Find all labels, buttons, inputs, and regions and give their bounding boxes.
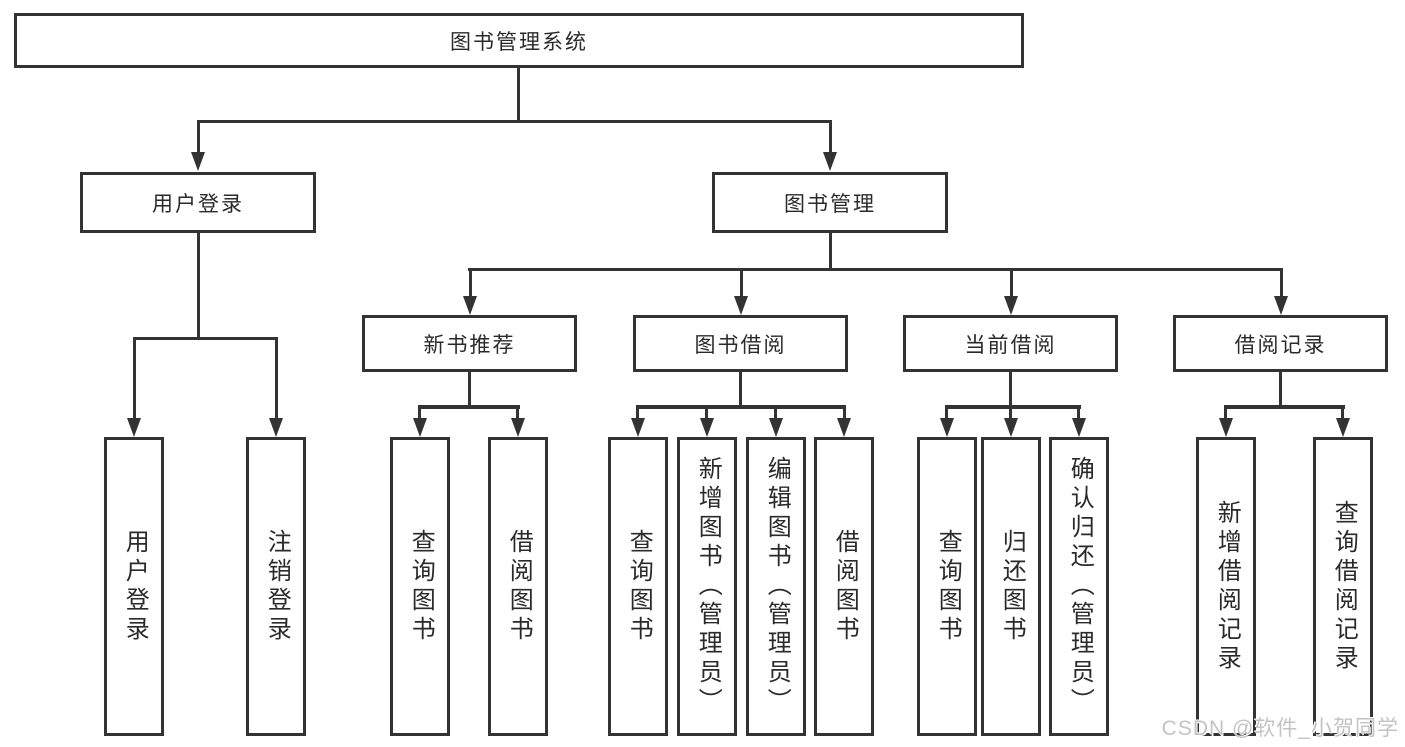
connector-line <box>843 405 846 421</box>
leaf-borrow-books-recommend: 借阅图书 <box>488 437 548 736</box>
connector-line <box>517 68 520 123</box>
node-label: 图书管理系统 <box>450 30 588 54</box>
arrowhead-down-icon <box>1336 418 1350 437</box>
leaf-confirm-return-admin: 确认归还（管理员） <box>1049 437 1109 736</box>
connector-line <box>1077 405 1080 421</box>
leaf-query-books-borrowing: 查询图书 <box>608 437 668 736</box>
leaf-label: 查询图书 <box>625 528 653 645</box>
arrowhead-down-icon <box>734 296 748 315</box>
connector-line <box>133 337 136 421</box>
leaf-add-books-admin: 新增图书（管理员） <box>677 437 737 736</box>
node-label: 图书借阅 <box>694 333 787 357</box>
node-label: 图书管理 <box>784 192 876 216</box>
leaf-label: 归还图书 <box>998 528 1026 645</box>
connector-line <box>829 120 832 156</box>
connector-line <box>197 120 832 123</box>
leaf-borrow-books-borrowing: 借阅图书 <box>814 437 874 736</box>
connector-line <box>636 405 639 421</box>
connector-line <box>636 405 846 409</box>
node-current-borrowing: 当前借阅 <box>903 315 1118 372</box>
connector-line <box>1341 405 1344 421</box>
connector-line <box>739 372 742 408</box>
connector-line <box>1279 372 1282 408</box>
connector-line <box>133 337 278 340</box>
arrowhead-down-icon <box>1004 296 1018 315</box>
arrowhead-down-icon <box>127 418 141 437</box>
leaf-label: 借阅图书 <box>831 528 859 645</box>
node-borrowing-records: 借阅记录 <box>1173 315 1388 372</box>
connector-line <box>1009 405 1012 421</box>
connector-line <box>1009 372 1012 408</box>
node-label: 用户登录 <box>152 192 244 216</box>
leaf-label: 新增借阅记录 <box>1213 499 1241 674</box>
leaf-user-login: 用户登录 <box>104 437 164 736</box>
connector-line <box>516 405 519 421</box>
leaf-logout: 注销登录 <box>246 437 306 736</box>
node-label: 新书推荐 <box>423 333 516 357</box>
leaf-query-books-recommend: 查询图书 <box>390 437 450 736</box>
connector-line <box>740 268 743 298</box>
connector-line <box>1280 268 1283 298</box>
arrowhead-down-icon <box>269 418 283 437</box>
arrowhead-down-icon <box>940 418 954 437</box>
connector-line <box>418 405 421 421</box>
leaf-label: 查询图书 <box>934 528 962 645</box>
connector-line <box>829 233 832 271</box>
connector-line <box>468 268 1283 271</box>
leaf-label: 新增图书（管理员） <box>694 456 722 717</box>
arrowhead-down-icon <box>191 152 205 171</box>
arrowhead-down-icon <box>631 418 645 437</box>
leaf-return-books: 归还图书 <box>981 437 1041 736</box>
arrowhead-down-icon <box>1004 418 1018 437</box>
leaf-edit-books-admin: 编辑图书（管理员） <box>746 437 806 736</box>
arrowhead-down-icon <box>1219 418 1233 437</box>
leaf-label: 查询借阅记录 <box>1330 499 1358 674</box>
connector-line <box>468 372 471 408</box>
node-book-management: 图书管理 <box>712 172 948 233</box>
leaf-label: 编辑图书（管理员） <box>763 456 791 717</box>
connector-line <box>705 405 708 421</box>
leaf-query-books-current: 查询图书 <box>917 437 977 736</box>
node-user-login: 用户登录 <box>80 172 316 233</box>
arrowhead-down-icon <box>463 296 477 315</box>
connector-line <box>945 405 948 421</box>
connector-line <box>1010 268 1013 298</box>
connector-line <box>774 405 777 421</box>
connector-line <box>197 120 200 156</box>
connector-line <box>469 268 472 298</box>
arrowhead-down-icon <box>700 418 714 437</box>
arrowhead-down-icon <box>1072 418 1086 437</box>
connector-line <box>275 337 278 421</box>
arrowhead-down-icon <box>1274 296 1288 315</box>
leaf-label: 用户登录 <box>121 528 149 645</box>
node-label: 当前借阅 <box>964 333 1057 357</box>
arrowhead-down-icon <box>823 152 837 171</box>
connector-line <box>1224 405 1227 421</box>
leaf-label: 借阅图书 <box>505 528 533 645</box>
connector-line <box>1224 405 1345 409</box>
leaf-label: 注销登录 <box>263 528 291 645</box>
arrowhead-down-icon <box>413 418 427 437</box>
arrowhead-down-icon <box>769 418 783 437</box>
arrowhead-down-icon <box>511 418 525 437</box>
connector-line <box>418 405 520 409</box>
node-new-book-recommendation: 新书推荐 <box>362 315 577 372</box>
leaf-label: 查询图书 <box>407 528 435 645</box>
csdn-watermark: CSDN @软件_小贺同学 <box>1161 717 1399 740</box>
connector-line <box>945 405 1081 409</box>
leaf-query-borrow-record: 查询借阅记录 <box>1313 437 1373 736</box>
connector-line <box>197 233 200 340</box>
leaf-add-borrow-record: 新增借阅记录 <box>1196 437 1256 736</box>
node-label: 借阅记录 <box>1234 333 1327 357</box>
leaf-label: 确认归还（管理员） <box>1066 456 1094 717</box>
arrowhead-down-icon <box>837 418 851 437</box>
node-library-management-system: 图书管理系统 <box>14 13 1024 68</box>
node-book-borrowing: 图书借阅 <box>633 315 848 372</box>
